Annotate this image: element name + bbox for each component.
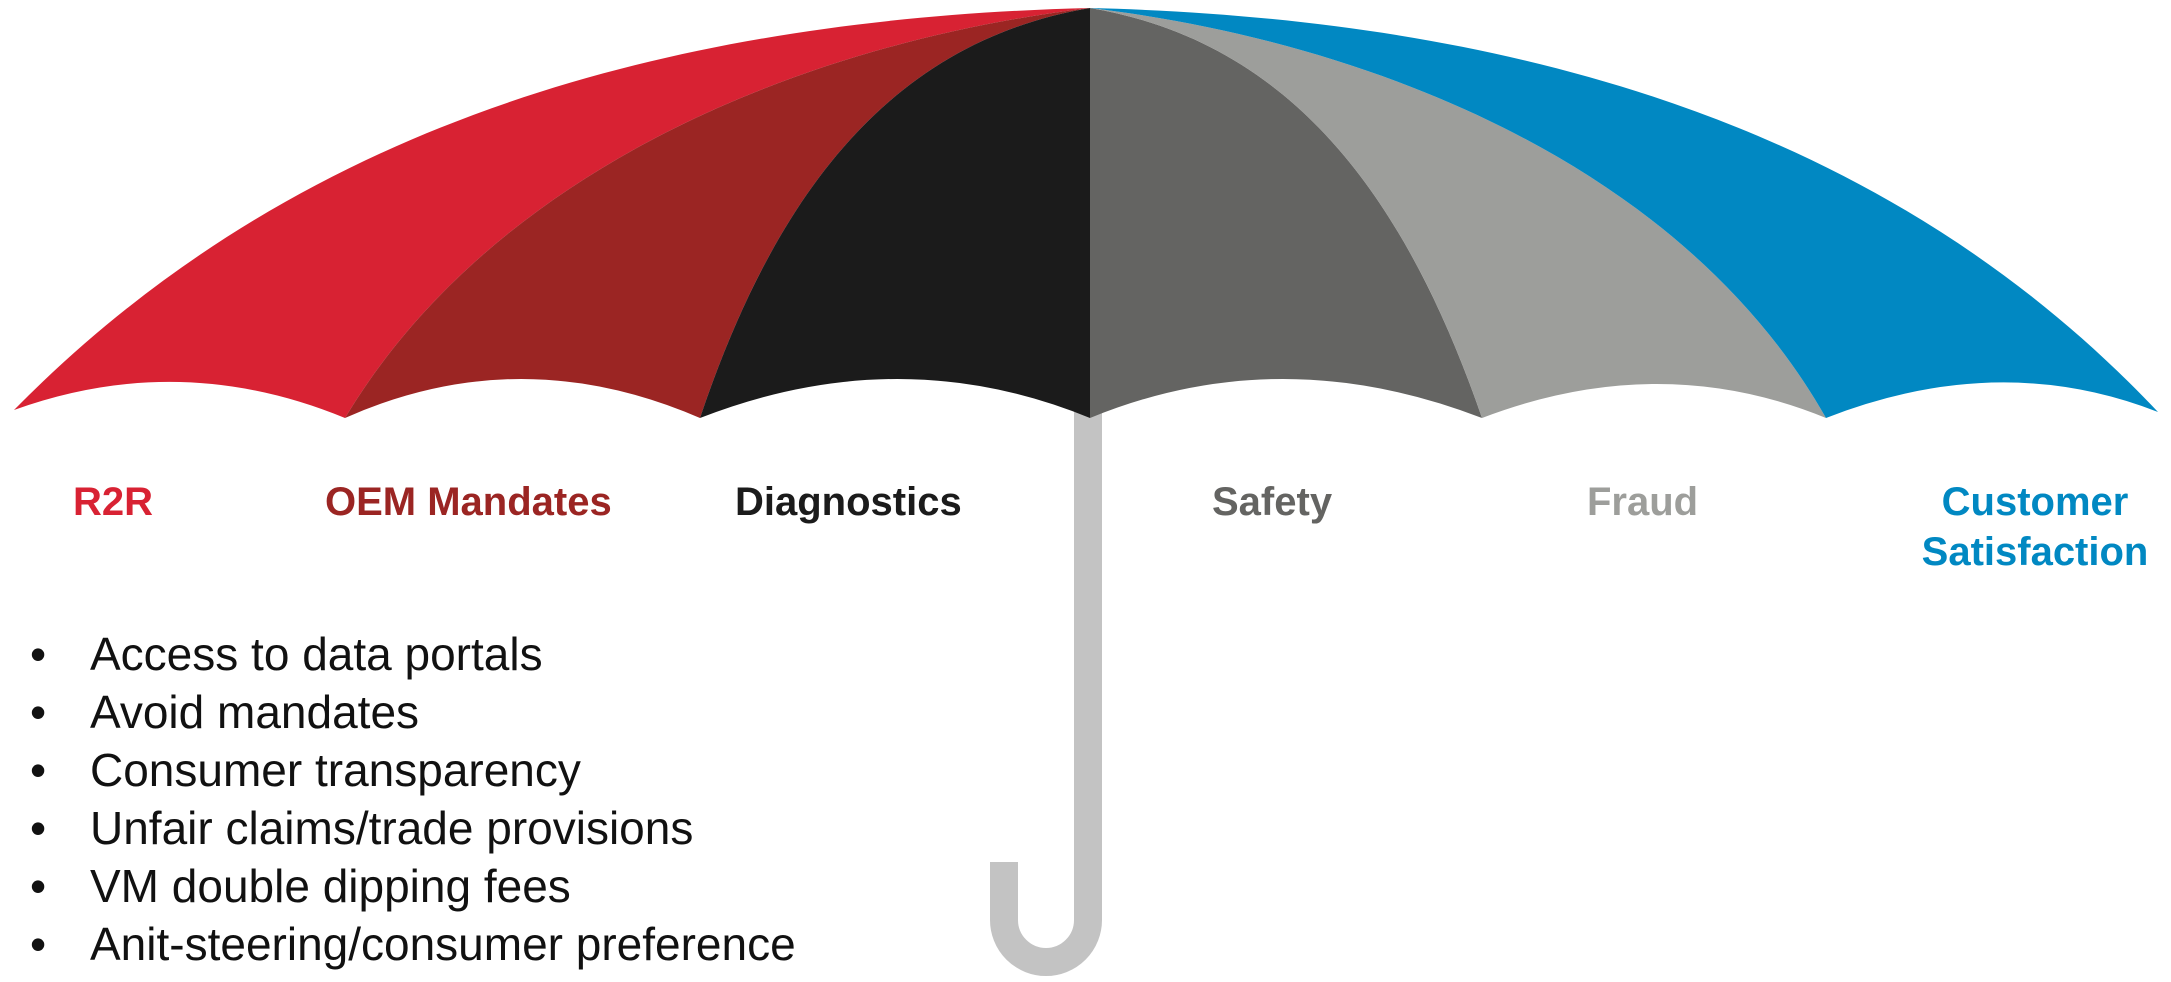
list-item: • VM double dipping fees — [28, 857, 796, 915]
list-item: • Avoid mandates — [28, 683, 796, 741]
canopy-segment-fraud — [1090, 8, 1826, 418]
bullet-dot: • — [30, 628, 47, 680]
bullet-dot: • — [30, 802, 47, 854]
list-item-text: Avoid mandates — [90, 686, 420, 738]
list-item: • Unfair claims/trade provisions — [28, 799, 796, 857]
list-item-text: Unfair claims/trade provisions — [90, 802, 694, 854]
canopy-segment-r2r — [14, 8, 1090, 418]
segment-label-safety: Safety — [1212, 480, 1333, 524]
list-item-text: Consumer transparency — [90, 744, 581, 796]
umbrella-handle — [990, 412, 1102, 976]
segment-label-diagnostics: Diagnostics — [735, 480, 962, 524]
canopy-segment-oem-mandates — [345, 8, 1090, 418]
list-item: • Anit-steering/consumer preference — [28, 915, 796, 973]
segment-label-fraud: Fraud — [1587, 480, 1699, 524]
bullet-dot: • — [30, 918, 47, 970]
list-item: • Consumer transparency — [28, 741, 796, 799]
canopy-segment-safety — [1090, 8, 1482, 418]
canopy-segment-diagnostics — [700, 8, 1090, 418]
bullet-dot: • — [30, 686, 47, 738]
segment-label-customer-satisfaction: Customer Satisfaction — [1921, 480, 2149, 574]
bullet-list: • Access to data portals • Avoid mandate… — [28, 625, 796, 973]
list-item-text: Anit-steering/consumer preference — [90, 918, 796, 970]
list-item-text: VM double dipping fees — [90, 860, 571, 912]
bullet-dot: • — [30, 744, 47, 796]
segment-label-oem-mandates: OEM Mandates — [325, 480, 612, 524]
canopy-segment-customer-satisfaction — [1090, 8, 2158, 418]
bullet-dot: • — [30, 860, 47, 912]
segment-label-r2r: R2R — [73, 480, 154, 524]
list-item: • Access to data portals — [28, 625, 796, 683]
list-item-text: Access to data portals — [90, 628, 543, 680]
